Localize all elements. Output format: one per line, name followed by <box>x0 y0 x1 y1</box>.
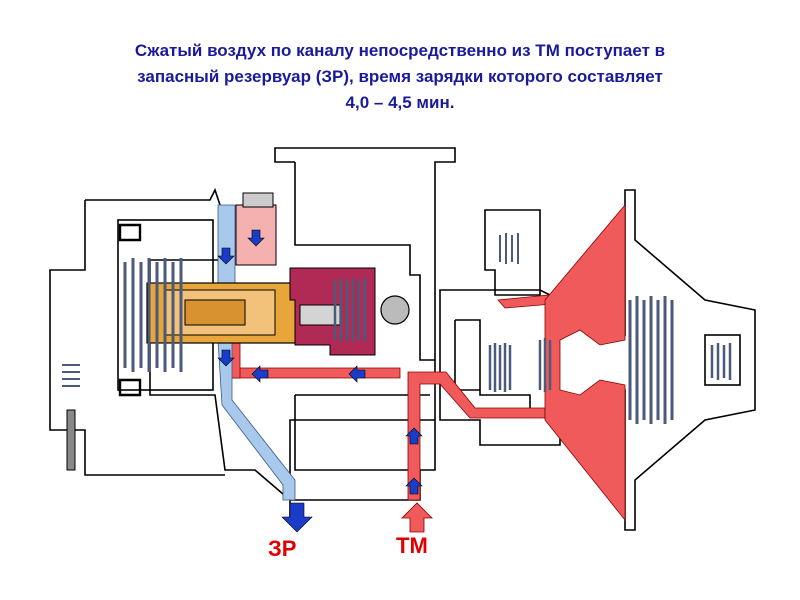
piston-seat <box>289 267 376 356</box>
channel-arrow-5 <box>405 427 423 445</box>
central-upper-box <box>294 162 435 361</box>
cam-wheel <box>380 295 410 325</box>
upper-valve-cap <box>242 192 274 208</box>
left-bracket <box>118 223 142 397</box>
right-top-valve-box <box>484 209 541 296</box>
zr-channel <box>217 339 296 501</box>
channel-arrow-1 <box>217 247 235 265</box>
title-line-2: запасный резервуар (ЗР), время зарядки к… <box>137 67 663 86</box>
channel-arrow-7 <box>247 229 265 247</box>
title-line-1: Сжатый воздух по каналу непосредственно … <box>134 41 666 60</box>
tm-inlet-arrow <box>401 502 433 533</box>
zr-outlet-arrow <box>281 502 313 533</box>
right-large-spring <box>628 296 674 424</box>
top-right-valve-spring <box>499 233 519 264</box>
left-large-spring <box>123 258 183 372</box>
brake-line-label: ТМ <box>396 533 428 558</box>
tm-diaphragm-chamber <box>544 203 626 522</box>
title-line-3: 4,0 – 4,5 мин. <box>345 93 455 112</box>
zr-upper-channel <box>217 204 236 291</box>
channel-arrow-6 <box>405 477 423 495</box>
main-valve-body <box>146 282 298 344</box>
channel-arrow-2 <box>217 349 235 367</box>
channel-arrow-4 <box>348 365 366 383</box>
channel-arrow-3 <box>251 365 269 383</box>
left-small-valve-spring <box>62 364 80 387</box>
center-spring <box>333 278 367 342</box>
flow-arrows <box>217 229 423 533</box>
reservoir-label: ЗР <box>268 536 297 561</box>
end-cap-spring <box>710 343 732 380</box>
diagram-title: Сжатый воздух по каналу непосредственно … <box>40 38 760 116</box>
right-end-cap <box>704 334 741 386</box>
right-piston-spring <box>488 338 552 392</box>
left-stem <box>66 409 76 471</box>
tm-inlet-channel <box>407 371 546 501</box>
central-lower-box <box>294 394 430 471</box>
